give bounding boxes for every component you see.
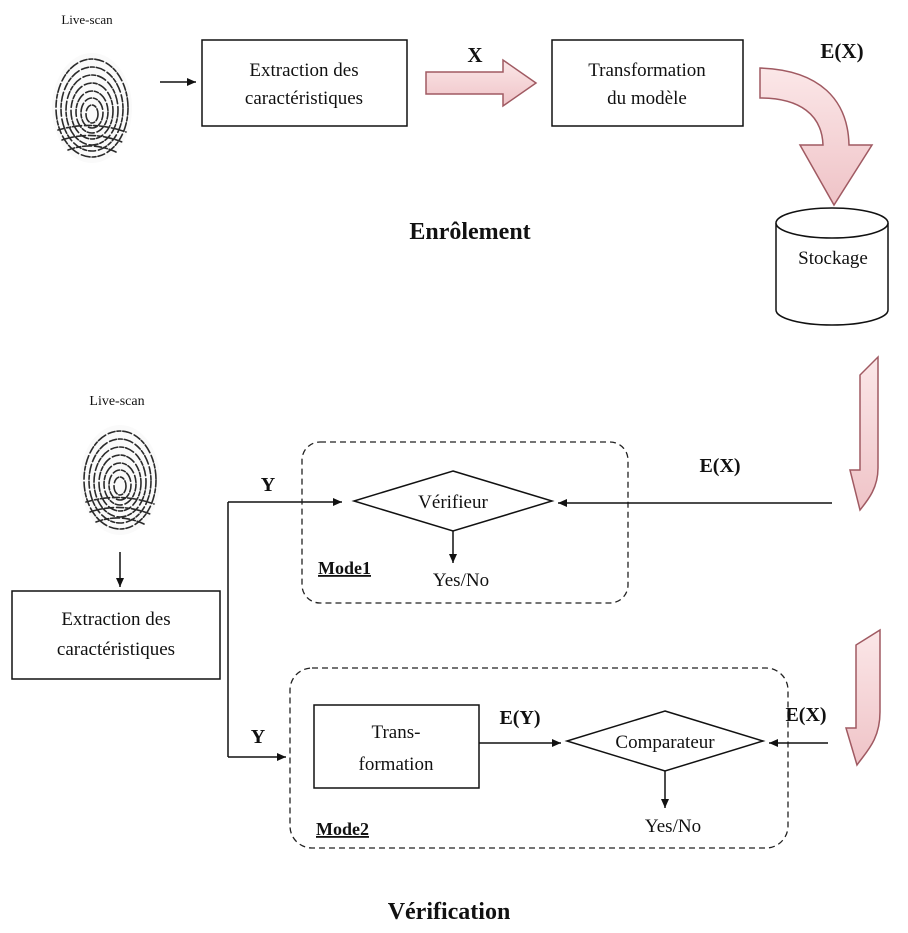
verif-extraction-label-line2: caractéristiques	[57, 639, 175, 660]
enrol-scan-label: Live-scan	[61, 12, 113, 27]
enrol-extraction-label-line1: Extraction des	[249, 60, 358, 81]
storage-cylinder	[775, 207, 889, 326]
mode2-decision: Yes/No	[645, 816, 701, 837]
mode2-transformed-query-label: E(Y)	[499, 707, 540, 729]
mode2-transformation-line1: Trans-	[372, 722, 421, 743]
enrol-extraction-box	[201, 39, 408, 127]
verif-extraction-box	[11, 590, 221, 680]
verif-query-y-upper: Y	[261, 474, 276, 496]
mode2-container	[289, 667, 789, 849]
mode2-stored-template-label: E(X)	[785, 704, 826, 726]
mode1-title: Mode1	[318, 558, 371, 578]
mode1-stored-template-label: E(X)	[699, 455, 740, 477]
enrol-extraction-label-line2: caractéristiques	[245, 88, 363, 109]
enrol-thick-arrow-x	[425, 58, 538, 108]
enrol-transformation-box	[551, 39, 744, 127]
enrolment-section-title: Enrôlement	[409, 219, 530, 245]
enrol-curved-arrow-to-storage	[759, 67, 874, 207]
mode1-verifier-label: Vérifieur	[418, 492, 488, 513]
verif-extraction-label-line1: Extraction des	[61, 609, 170, 630]
verif-curved-arrow-upper	[849, 355, 879, 512]
enrol-transformation-label-line1: Transformation	[588, 60, 706, 81]
enrol-template-x-label: X	[467, 43, 482, 67]
mode2-comparator-label: Comparateur	[615, 732, 715, 753]
verif-scan-label: Live-scan	[89, 394, 144, 409]
verif-query-y-lower: Y	[251, 726, 266, 748]
mode2-transformation-box	[313, 704, 480, 789]
mode2-title: Mode2	[316, 819, 369, 839]
enrol-protected-template-label: E(X)	[820, 39, 863, 63]
storage-label: Stockage	[798, 248, 868, 269]
verif-fingerprint-image	[79, 424, 161, 536]
enrol-transformation-label-line2: du modèle	[607, 88, 687, 109]
verif-curved-arrow-lower	[844, 628, 881, 767]
mode1-decision: Yes/No	[433, 570, 489, 591]
enrol-fingerprint-image	[51, 52, 133, 164]
mode2-transformation-line2: formation	[359, 754, 434, 775]
verification-section-title: Vérification	[388, 899, 511, 925]
mode1-container	[301, 441, 629, 604]
